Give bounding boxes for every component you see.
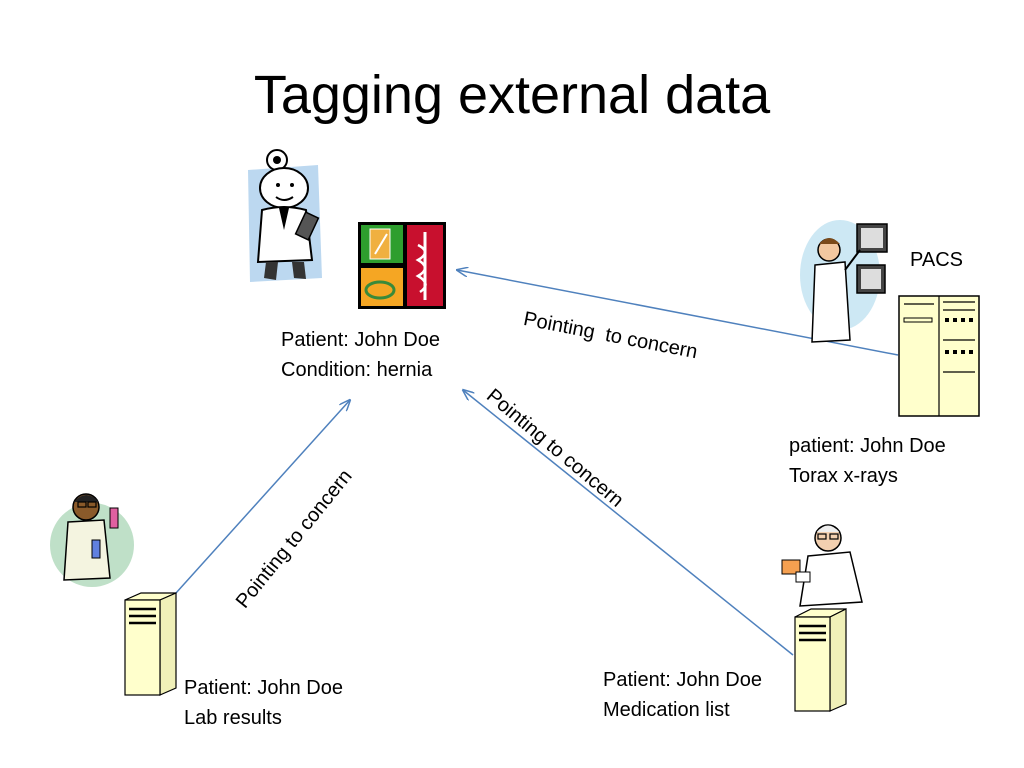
pacs-server-icon xyxy=(898,295,980,417)
arrow-medication-to-concern xyxy=(463,390,794,656)
pacs-record-label: patient: John Doe Torax x-rays xyxy=(789,431,946,491)
lab-server-icon xyxy=(124,592,177,696)
concern-patient-text: Patient: John Doe xyxy=(281,329,440,351)
pacs-label: PACS xyxy=(910,249,963,271)
medication-record-label: Patient: John Doe Medication list xyxy=(603,665,762,725)
pharmacist-icon xyxy=(781,524,863,607)
lab-record-label: Patient: John Doe Lab results xyxy=(184,673,343,733)
lab-scientist-icon xyxy=(50,493,134,587)
arrow-lab-to-concern xyxy=(175,400,350,594)
medication-server-icon xyxy=(794,608,847,712)
doctor-icon xyxy=(248,149,322,282)
radiologist-icon xyxy=(800,220,888,343)
lab-data-text: Lab results xyxy=(184,707,282,729)
concern-label: Patient: John Doe Condition: hernia xyxy=(281,325,440,385)
pacs-data-text: Torax x-rays xyxy=(789,465,898,487)
medical-record-icon xyxy=(358,222,446,309)
slide-title: Tagging external data xyxy=(253,65,771,125)
concern-condition-text: Condition: hernia xyxy=(281,359,433,381)
lab-patient-text: Patient: John Doe xyxy=(184,677,343,699)
pacs-patient-text: patient: John Doe xyxy=(789,435,946,457)
medication-data-text: Medication list xyxy=(603,699,730,721)
medication-patient-text: Patient: John Doe xyxy=(603,669,762,691)
